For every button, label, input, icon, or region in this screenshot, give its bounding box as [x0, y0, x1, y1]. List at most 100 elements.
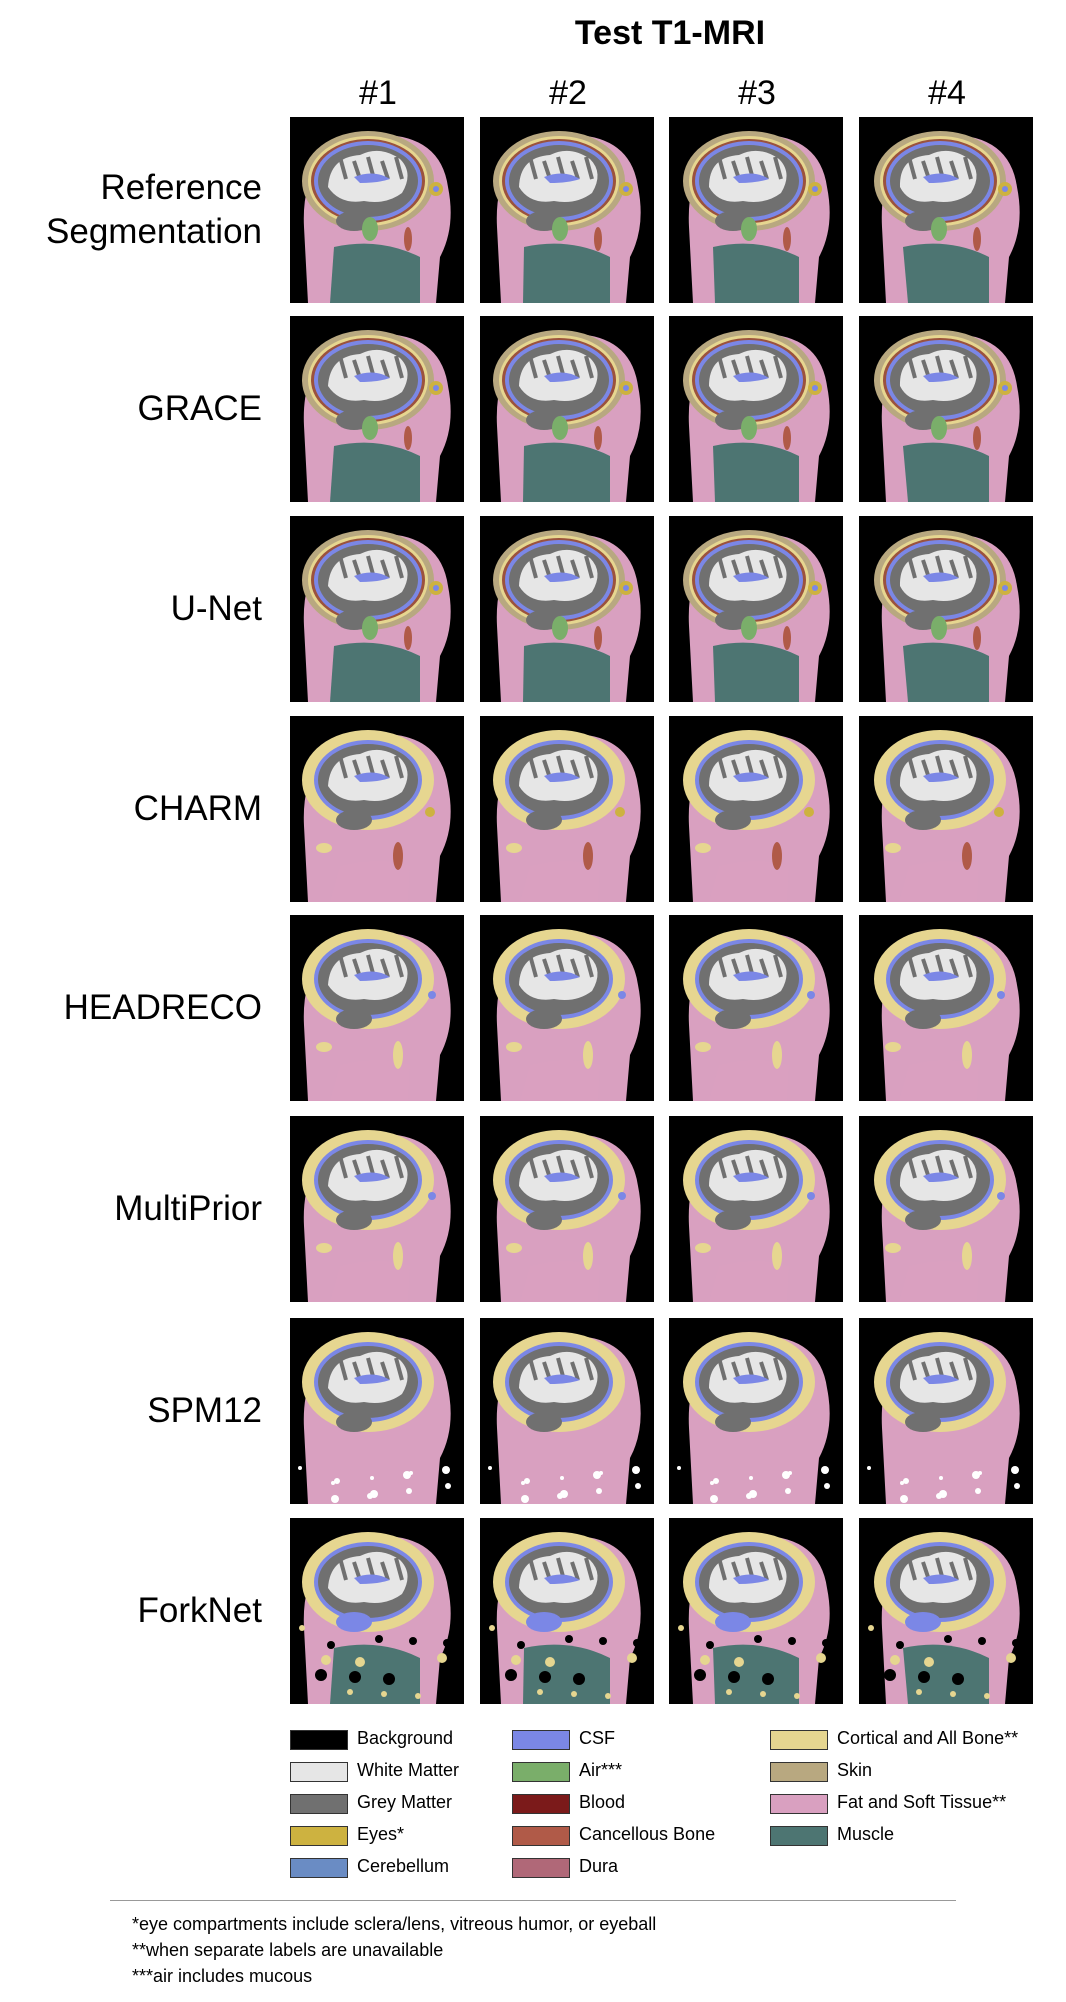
legend-swatch [290, 1858, 348, 1878]
cerebellum [715, 1009, 751, 1029]
sulcus [907, 1557, 917, 1581]
sulcus [773, 1357, 783, 1381]
segmentation-image [859, 316, 1033, 502]
eye [615, 807, 625, 817]
bone-fragment [506, 843, 522, 853]
eye [997, 1192, 1005, 1200]
ventricle [354, 772, 390, 782]
bone-fragment [583, 1242, 593, 1270]
ventricle [733, 971, 769, 981]
fragment [571, 1691, 577, 1697]
noise-speck [403, 1471, 411, 1479]
bone-fragment [885, 1042, 901, 1052]
ventricle [733, 173, 769, 183]
sulcus [717, 555, 727, 579]
segmentation-slice [302, 929, 451, 1101]
sulcus [759, 958, 769, 978]
noise-speck [821, 1466, 829, 1474]
eye-lens [1002, 585, 1008, 591]
eye-lens [433, 385, 439, 391]
neck-soft-tissue [899, 861, 979, 902]
legend-label: Cerebellum [357, 1856, 450, 1876]
legend-label: Muscle [837, 1824, 895, 1844]
sulcus [773, 555, 783, 579]
neck-muscle [330, 642, 420, 702]
sulcus [773, 954, 783, 978]
noise-speck [900, 1481, 904, 1485]
legend-swatch [290, 1762, 348, 1782]
fragment [944, 1635, 952, 1643]
neck-soft-tissue [709, 861, 789, 902]
segmentation-image [480, 1116, 654, 1302]
sulcus [963, 555, 973, 579]
noise-speck [488, 1466, 492, 1470]
cerebellum [526, 1412, 562, 1432]
ventricle [354, 173, 390, 183]
airway [362, 416, 378, 440]
eye-lens [812, 186, 818, 192]
neck-muscle [523, 1644, 610, 1704]
sulcus [584, 1557, 594, 1581]
segmentation-slice [489, 1532, 641, 1704]
ventricle [733, 372, 769, 382]
segmentation-slice [302, 530, 451, 702]
legend-swatch [770, 1730, 828, 1750]
sulcus [717, 1357, 727, 1381]
legend-label: CSF [579, 1728, 615, 1748]
segmentation-slice [874, 929, 1020, 1101]
segmentation-image [669, 1116, 843, 1302]
airway [741, 616, 757, 640]
bone-fragment [506, 1243, 522, 1253]
sulcus [338, 1557, 348, 1581]
sulcus [907, 1357, 917, 1381]
cerebellum [526, 1612, 562, 1632]
legend-swatch [770, 1794, 828, 1814]
sulcus [773, 755, 783, 779]
fragment [517, 1641, 525, 1649]
fragment [489, 1625, 495, 1631]
segmentation-image [480, 716, 654, 902]
fragment [754, 1635, 762, 1643]
segmentation-image [669, 915, 843, 1101]
sulcus [759, 359, 769, 379]
ventricle [354, 1374, 390, 1384]
segmentation-slice [683, 131, 830, 303]
fragment [443, 1639, 451, 1647]
eye-lens [433, 585, 439, 591]
airway [741, 416, 757, 440]
noise-speck [867, 1466, 871, 1470]
noise-speck [900, 1495, 908, 1503]
cancellous-bone [404, 227, 412, 251]
eye-lens [623, 385, 629, 391]
airway [931, 416, 947, 440]
fragment [409, 1637, 417, 1645]
segmentation-image [669, 117, 843, 303]
sulcus [570, 759, 580, 779]
fragment [299, 1625, 305, 1631]
segmentation-image [290, 117, 464, 303]
noise-speck [331, 1495, 339, 1503]
sulcus [394, 156, 404, 180]
ventricle [733, 1172, 769, 1182]
segmentation-image [480, 915, 654, 1101]
legend-swatch [770, 1762, 828, 1782]
sulcus [380, 160, 390, 180]
cerebellum [336, 1210, 372, 1230]
legend-swatch [512, 1826, 570, 1846]
cancellous-bone [404, 426, 412, 450]
segmentation-slice [678, 1532, 830, 1704]
cancellous-bone [783, 426, 791, 450]
neck-muscle [903, 243, 989, 303]
sulcus [949, 759, 959, 779]
noise-speck [713, 1478, 719, 1484]
segmentation-slice [493, 530, 641, 702]
sulcus [773, 355, 783, 379]
cerebellum [336, 1009, 372, 1029]
row-label: ForkNet [137, 1591, 262, 1630]
sulcus [773, 1557, 783, 1581]
sulcus [773, 156, 783, 180]
row-label: U-Net [170, 589, 262, 628]
fragment [694, 1669, 706, 1681]
noise-speck [824, 1483, 830, 1489]
sulcus [338, 954, 348, 978]
